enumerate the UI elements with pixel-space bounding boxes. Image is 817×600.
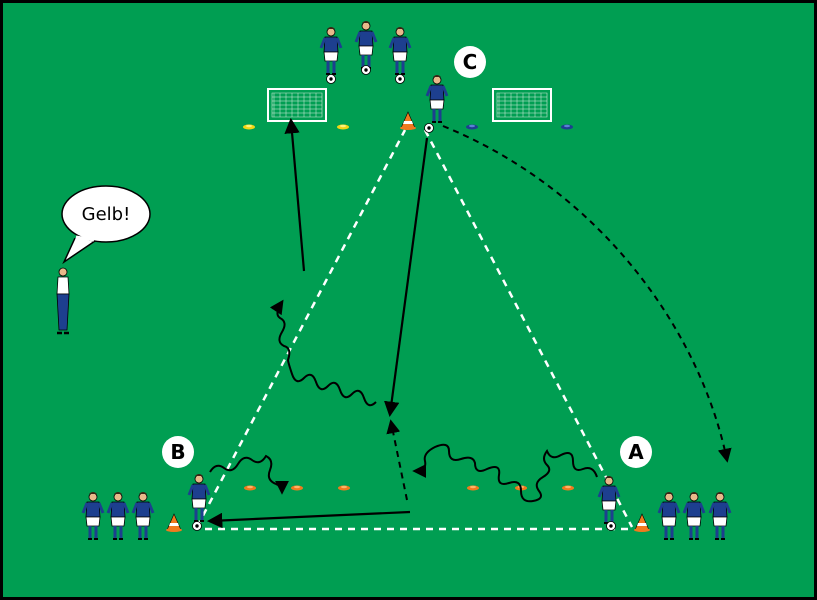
cone-icon xyxy=(467,485,479,491)
soccer-ball-icon xyxy=(424,123,434,133)
grass-field xyxy=(3,3,814,597)
label-b: B xyxy=(162,436,194,468)
speech-bubble: Gelb! xyxy=(61,185,151,265)
pass-arrows xyxy=(206,117,429,529)
label-a: A xyxy=(620,436,652,468)
label-c-text: C xyxy=(463,50,478,74)
cone-icon xyxy=(337,124,349,130)
cone-icon xyxy=(244,485,256,491)
cone-icon xyxy=(561,124,573,130)
dribble-arrows xyxy=(209,299,598,503)
dashed-triangle xyxy=(195,129,634,531)
cone-icon xyxy=(291,485,303,491)
run-arrows xyxy=(386,125,732,501)
soccer-ball-icon xyxy=(192,521,202,531)
soccer-ball-icon xyxy=(326,74,336,84)
label-c: C xyxy=(454,46,486,78)
cone-icon xyxy=(466,124,478,130)
coach-figure-icon xyxy=(56,267,70,335)
label-b-text: B xyxy=(170,440,185,464)
cone-icon xyxy=(562,485,574,491)
soccer-ball-icon xyxy=(361,65,371,75)
cone-icon xyxy=(338,485,350,491)
soccer-ball-icon xyxy=(395,74,405,84)
soccer-ball-icon xyxy=(606,521,616,531)
speech-text: Gelb! xyxy=(82,204,131,225)
label-a-text: A xyxy=(628,440,644,464)
cone-icon xyxy=(243,124,255,130)
